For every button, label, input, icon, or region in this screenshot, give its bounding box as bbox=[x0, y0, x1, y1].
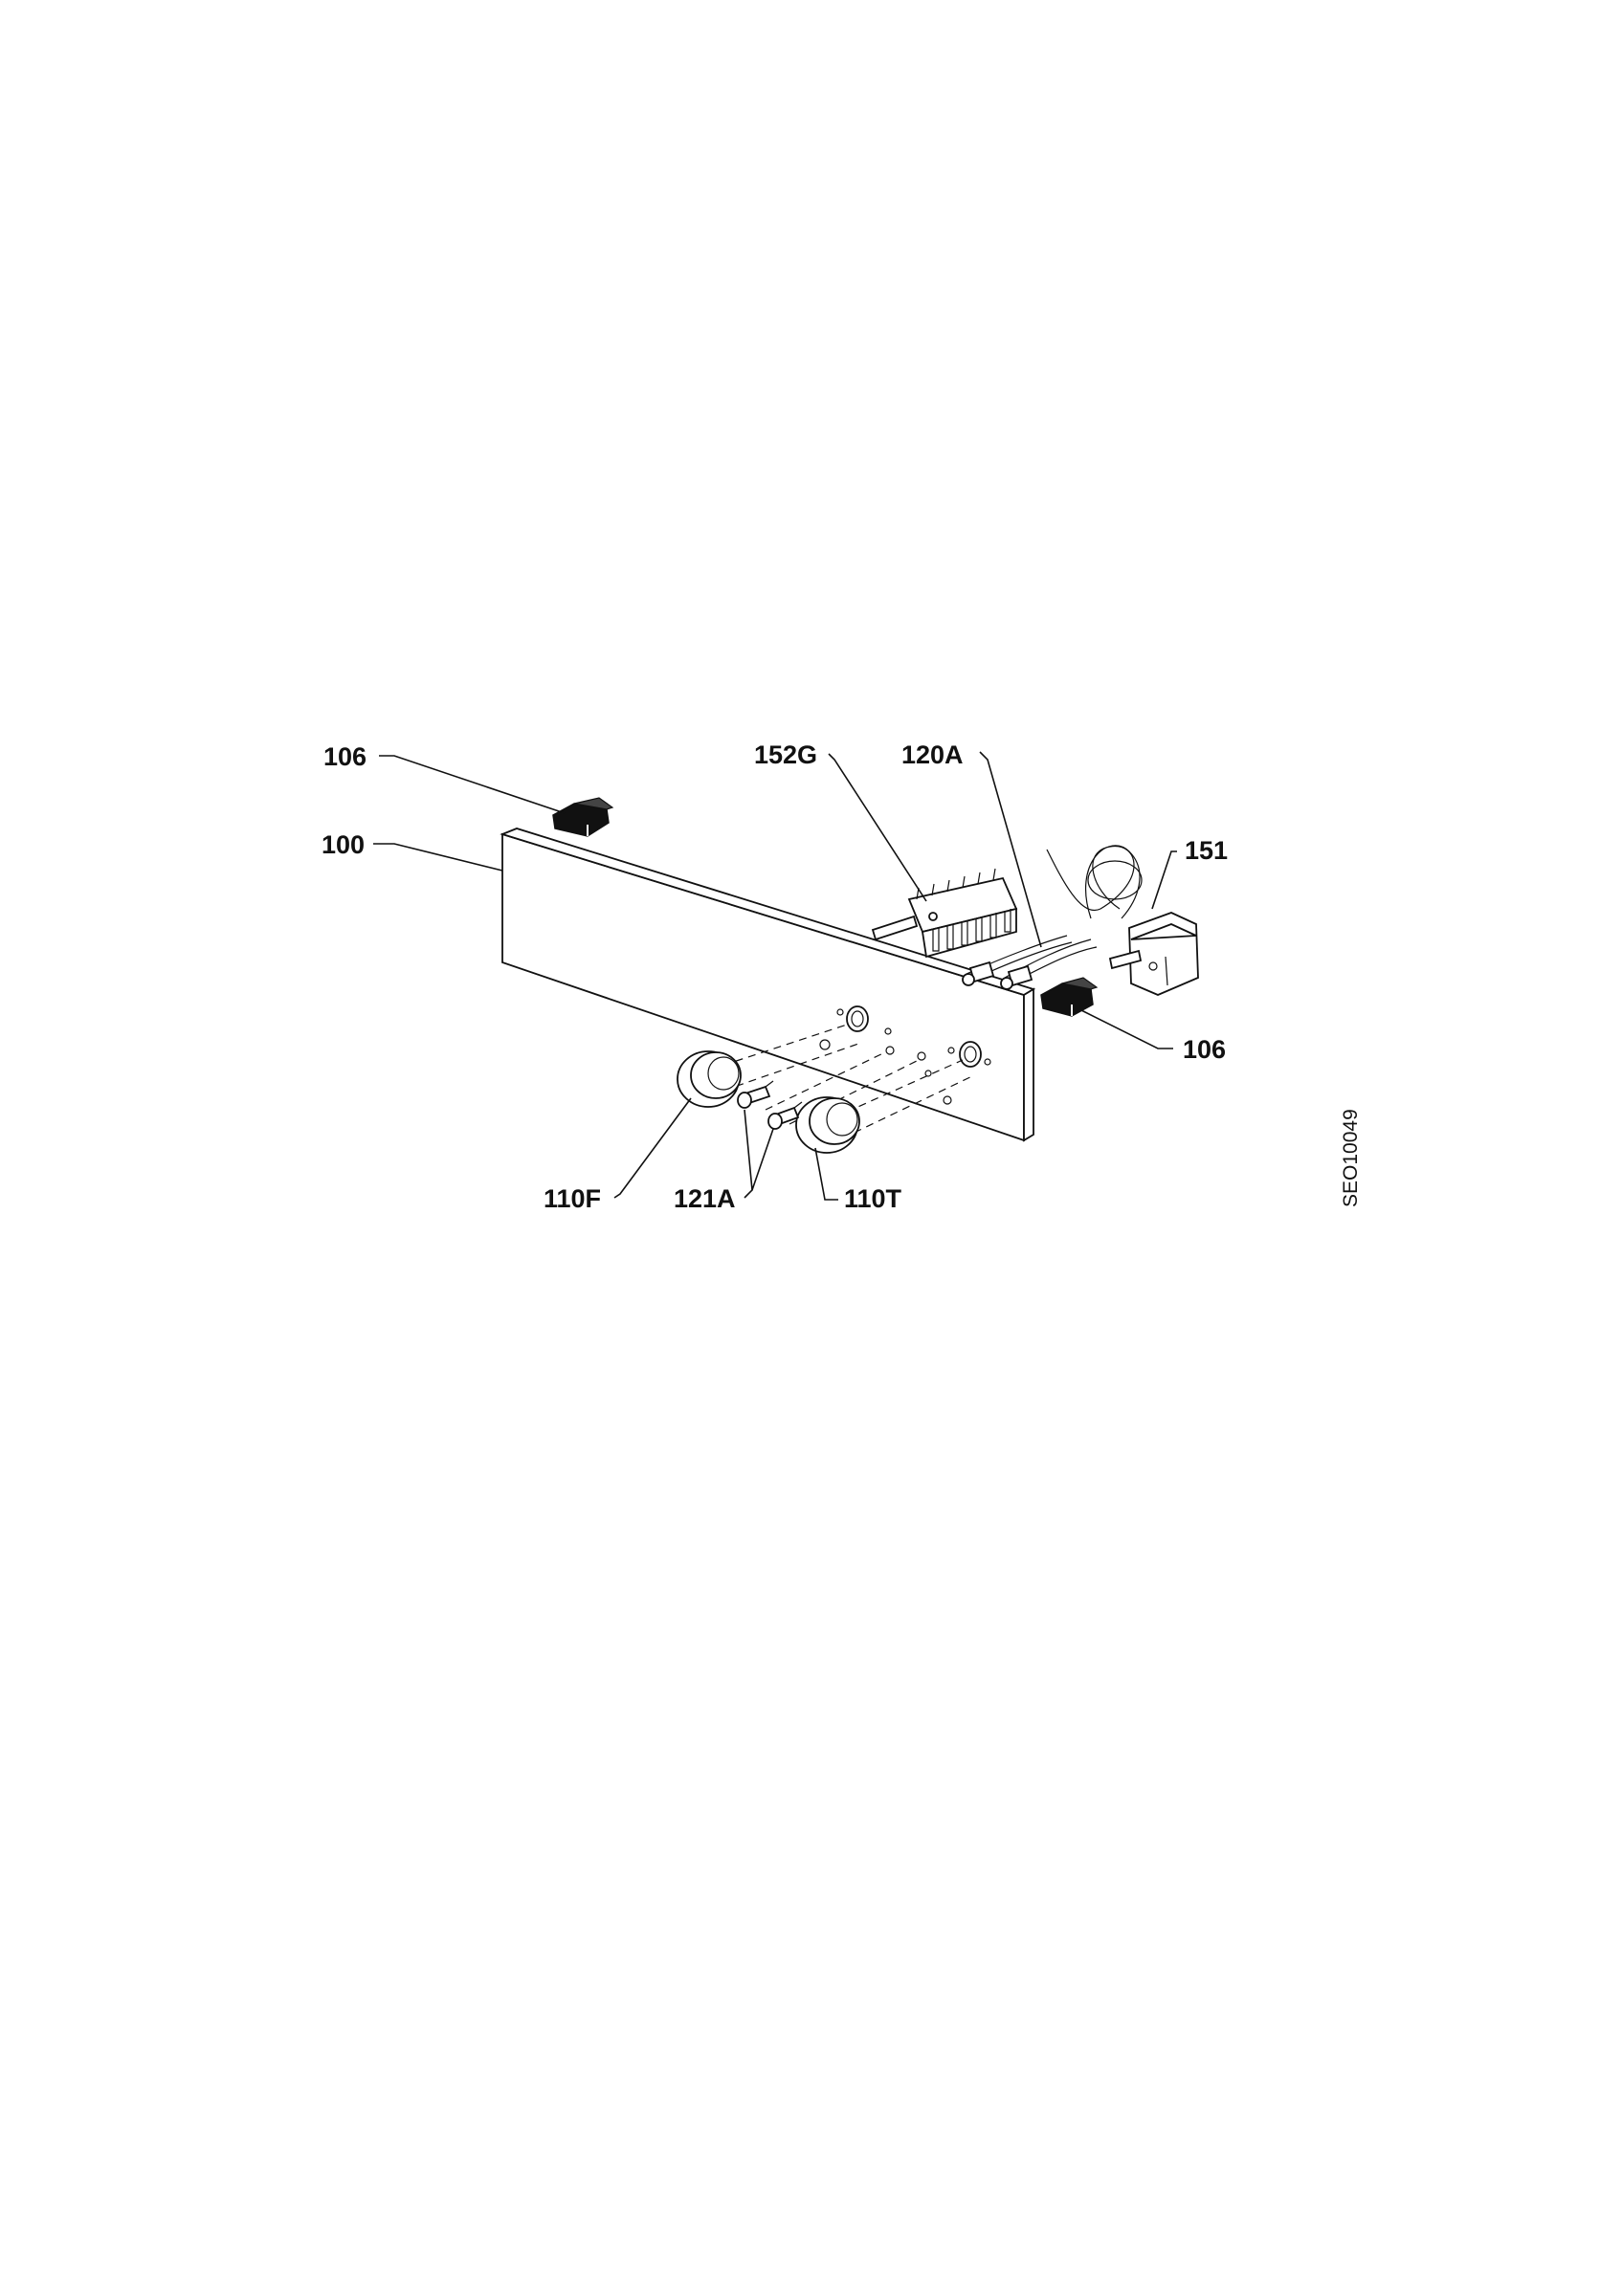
knob-function bbox=[677, 1050, 742, 1108]
callout-110t: 110T bbox=[844, 1184, 902, 1213]
alignment-lines bbox=[709, 1023, 975, 1139]
callout-120a: 120A bbox=[901, 740, 964, 769]
callout-110f: 110F bbox=[544, 1184, 601, 1213]
callout-121a: 121A bbox=[674, 1184, 736, 1213]
callout-152g: 152G bbox=[754, 740, 817, 769]
callout-151: 151 bbox=[1185, 836, 1228, 865]
retaining-clip-top bbox=[552, 797, 614, 837]
callout-100: 100 bbox=[322, 830, 365, 859]
indicator-lamps bbox=[737, 1080, 803, 1130]
retaining-clip-right bbox=[1040, 977, 1099, 1017]
reference-code: SEO10049 bbox=[1340, 1109, 1362, 1207]
selector-switch bbox=[871, 868, 1018, 959]
control-panel bbox=[500, 828, 1036, 1142]
wiring-connectors bbox=[962, 935, 1098, 990]
callout-labels: 106 100 152G 120A 151 106 110F 121A 110T bbox=[322, 740, 1228, 1213]
callout-106-top: 106 bbox=[323, 742, 367, 771]
callout-106-right: 106 bbox=[1183, 1035, 1226, 1064]
knob-hole-right bbox=[959, 1041, 982, 1068]
knob-hole-left bbox=[846, 1005, 869, 1032]
knob-thermostat bbox=[795, 1096, 860, 1154]
leader-lines bbox=[373, 751, 1177, 1201]
thermostat bbox=[1046, 845, 1199, 996]
